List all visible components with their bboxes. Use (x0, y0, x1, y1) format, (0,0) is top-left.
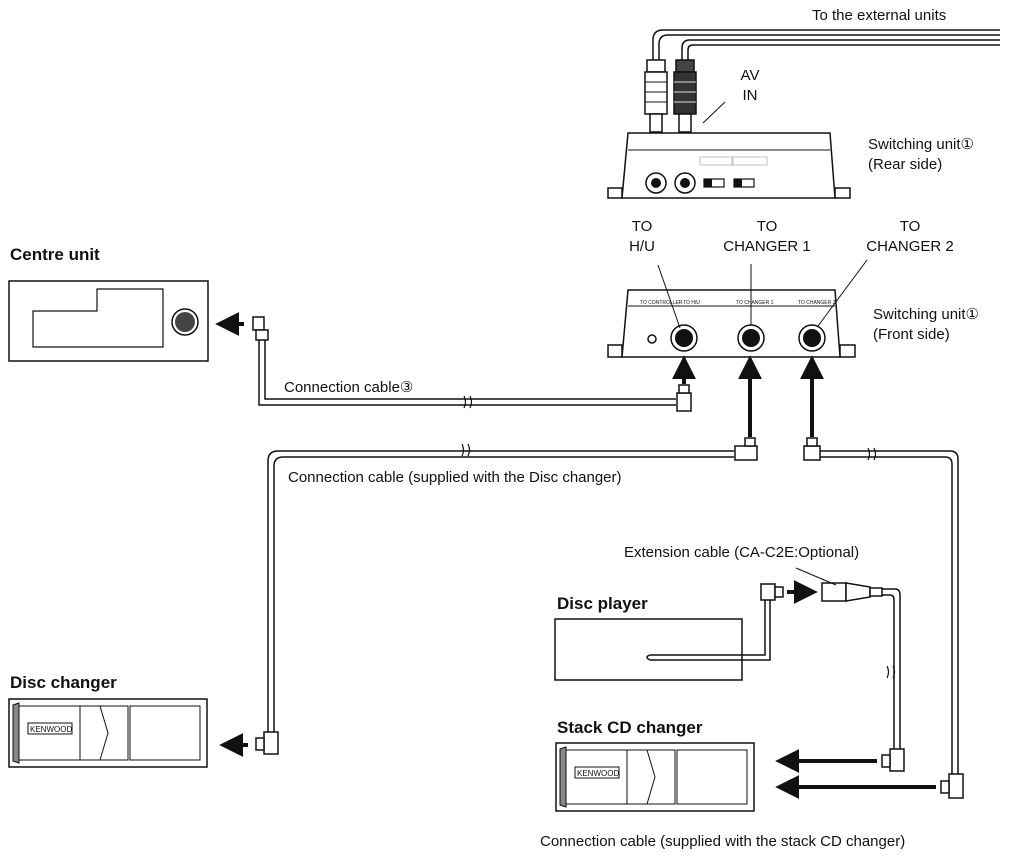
rca-plug-left (644, 59, 668, 133)
panel-label-to-hu: TO H/U (683, 300, 700, 306)
to-hu-label-2: H/U (629, 238, 655, 255)
external-units-cable (652, 29, 1000, 60)
right-angle-plug-ch2 (803, 437, 821, 461)
switching-unit-front-label: Switching unit① (873, 306, 979, 323)
panel-label-to-controller: TO CONTROLLER (640, 300, 683, 306)
connection-cable-3-label: Connection cable③ (284, 379, 414, 396)
external-units-label: To the external units (812, 7, 947, 24)
right-angle-plug-centre (252, 316, 269, 341)
kenwood-logo: KENWOOD (30, 725, 72, 734)
panel-label-to-changer1: TO CHANGER 1 (736, 300, 774, 306)
right-angle-plug-ch1 (734, 437, 758, 461)
extension-cable (821, 582, 901, 760)
stack-cd-changer-label: Stack CD changer (557, 718, 703, 737)
to-label-leaders (657, 259, 868, 329)
disc-player-label: Disc player (557, 594, 648, 613)
to-changer1-label-2: CHANGER 1 (723, 238, 811, 255)
disc-changer-unit: KENWOOD (8, 698, 208, 768)
controller-jack (647, 334, 657, 344)
switching-unit-rear (607, 132, 851, 199)
to-changer1-label-1: TO (756, 218, 778, 235)
disc-player-unit (554, 600, 771, 681)
switching-unit-front-side-label: (Front side) (873, 326, 950, 343)
panel-label-to-changer2: TO CHANGER 2 (798, 300, 836, 306)
centre-unit (8, 280, 209, 362)
right-angle-plug-stack-upper (881, 748, 905, 772)
in-label: IN (742, 87, 758, 104)
kenwood-logo-stack: KENWOOD (577, 769, 619, 778)
stack-cd-changer-unit: KENWOOD (555, 742, 755, 812)
right-angle-plug-stack-lower (940, 773, 964, 799)
disc-changer-cable-label: Connection cable (supplied with the Disc… (288, 469, 622, 486)
disc-changer-cable (267, 450, 734, 743)
to-changer2-label-2: CHANGER 2 (866, 238, 954, 255)
right-angle-plug-disc-changer (255, 731, 279, 755)
stack-cable-label: Connection cable (supplied with the stac… (540, 833, 906, 850)
switching-unit-rear-label: Switching unit① (868, 136, 974, 153)
right-angle-plug-hu (676, 384, 692, 412)
connection-cable-3 (258, 336, 676, 406)
av-label: AV (740, 67, 760, 84)
extension-cable-label: Extension cable (CA-C2E:Optional) (624, 544, 860, 561)
cable-break-marks (461, 395, 877, 461)
right-angle-plug-disc-player (760, 583, 784, 601)
switching-unit-rear-side-label: (Rear side) (868, 156, 943, 173)
extension-label-leader (795, 567, 837, 586)
disc-changer-label: Disc changer (10, 673, 117, 692)
centre-unit-label: Centre unit (10, 245, 100, 264)
switching-unit-front: TO CONTROLLER TO H/U TO CHANGER 1 TO CHA… (607, 289, 856, 358)
stack-changer-cable (820, 450, 959, 775)
rca-plug-right (673, 59, 697, 133)
to-changer2-label-1: TO (899, 218, 921, 235)
to-hu-label-1: TO (631, 218, 653, 235)
av-in-leader (702, 101, 726, 124)
